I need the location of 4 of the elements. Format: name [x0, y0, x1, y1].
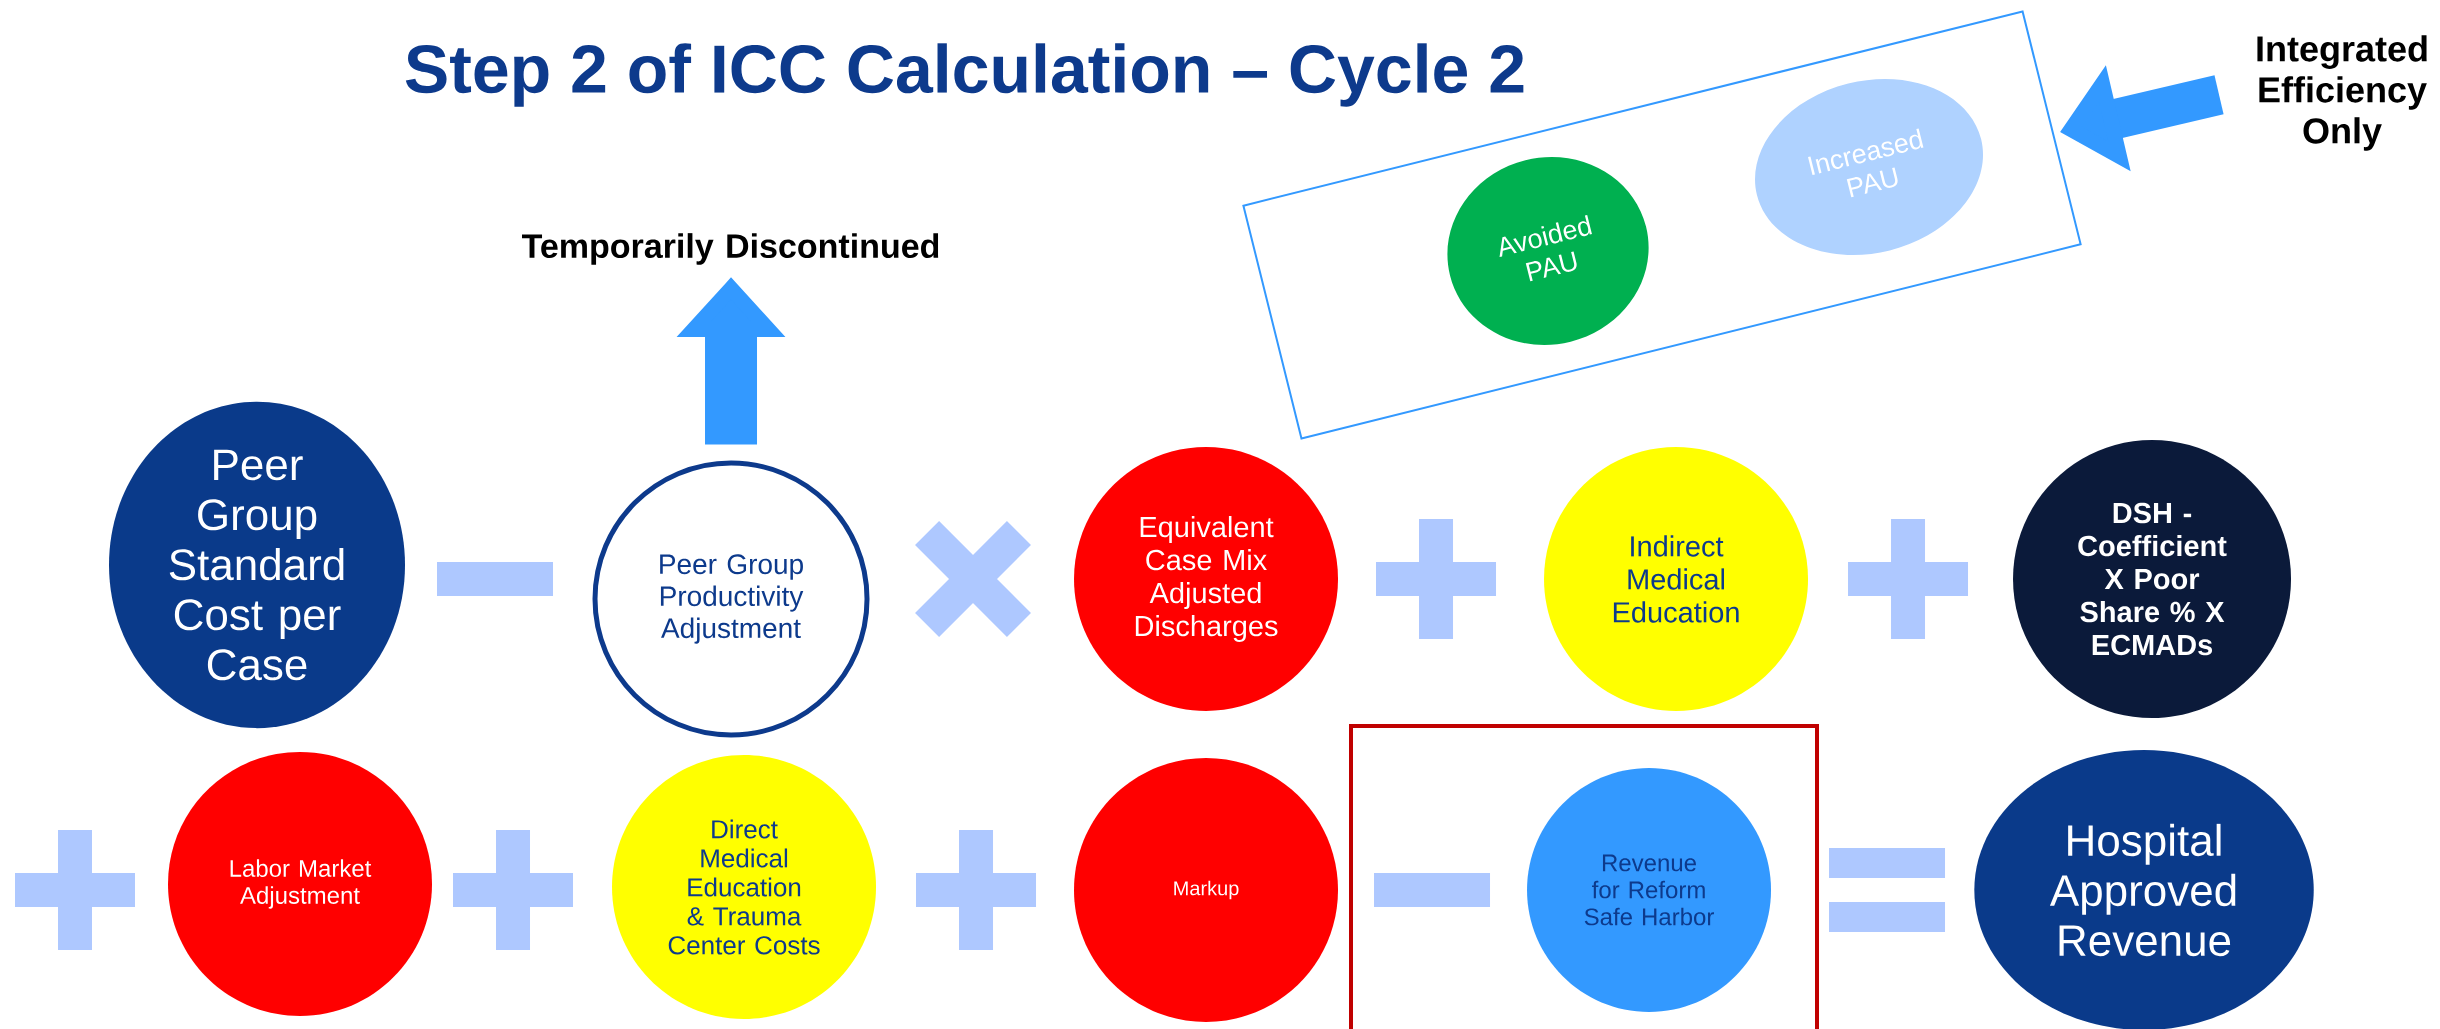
title: Step 2 of ICC Calculation – Cycle 2 — [405, 43, 1524, 107]
note-text: Temporarily Discontinued — [522, 233, 939, 265]
note-text: Integrated Efficiency Only — [2257, 35, 2427, 151]
highlight-box — [1349, 724, 1819, 1029]
